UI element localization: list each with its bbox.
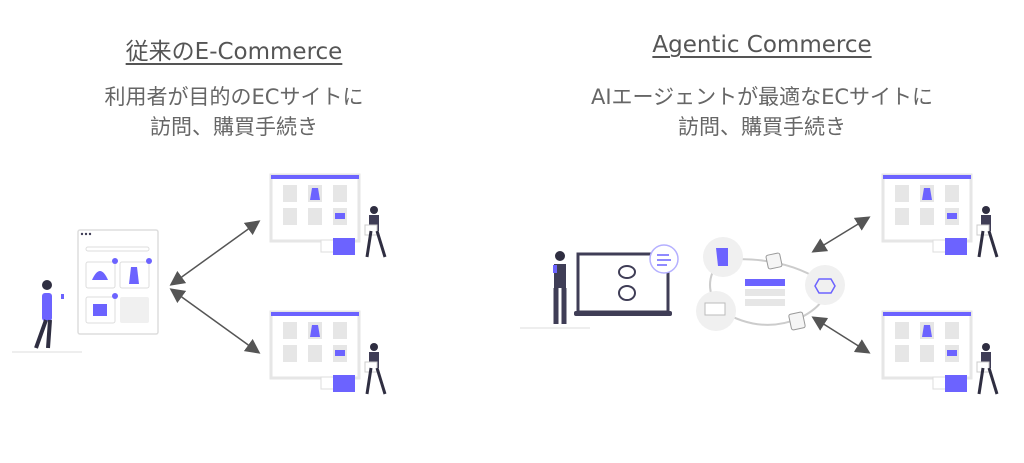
ec-store-right-bottom — [881, 310, 999, 396]
arrow-to-store-2 — [169, 288, 261, 354]
left-title: 従来のE-Commerce — [125, 39, 343, 65]
right-title: Agentic Commerce — [652, 32, 872, 58]
right-subtitle-line1: AIエージェントが最適なECサイトに — [590, 85, 934, 109]
chat-bubble-icon — [649, 244, 679, 274]
arrow-agent-to-store-1 — [811, 216, 871, 253]
ecommerce-page-mockup — [77, 229, 159, 335]
left-subtitle-line1: 利用者が目的のECサイトに — [104, 85, 364, 109]
arrow-agent-to-store-2 — [811, 316, 871, 354]
shopper-illustration — [12, 280, 82, 353]
ec-store-left-bottom — [269, 310, 387, 396]
ec-store-right-top — [881, 173, 999, 259]
left-subtitle-line2: 訪問、購買手続き — [150, 115, 318, 139]
user-with-laptop-illustration — [520, 251, 672, 329]
right-subtitle-line2: 訪問、購買手続き — [678, 115, 846, 139]
arrow-to-store-1 — [169, 220, 261, 286]
ec-store-left-top — [269, 173, 387, 259]
ai-agent-network-illustration — [696, 237, 845, 331]
